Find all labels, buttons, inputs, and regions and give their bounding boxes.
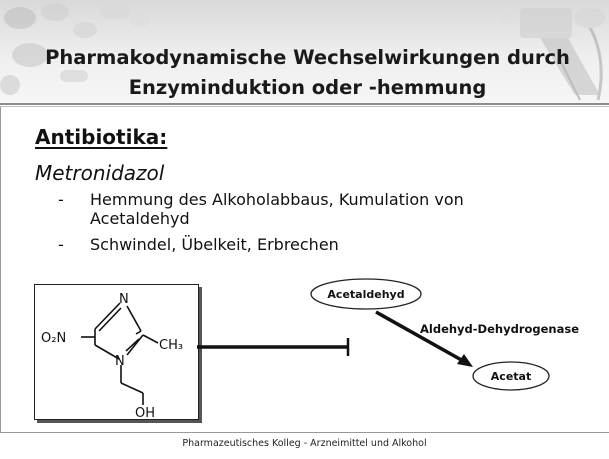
slide-title: Pharmakodynamische Wechselwirkungen durc…: [30, 43, 585, 103]
bullet-line: Schwindel, Übelkeit, Erbrechen: [90, 235, 339, 254]
structure-drawing: N O₂N N CH₃ OH: [41, 292, 183, 421]
metronidazole-structure: N O₂N N CH₃ OH: [34, 284, 199, 421]
bond: [135, 330, 142, 335]
bond: [94, 302, 121, 330]
slide-footer: Pharmazeutisches Kolleg - Arzneimittel u…: [182, 438, 427, 449]
reaction-scheme: Acetaldehyd Acetat Aldehyd-Dehydrogenase: [197, 278, 579, 391]
substrate-node: [310, 278, 422, 310]
slide-header: Pharmakodynamische Wechselwirkungen durc…: [0, 0, 609, 104]
substrate-label: Acetaldehyd: [327, 288, 404, 301]
bullet-line: Hemmung des Alkoholabbaus, Kumulation vo…: [90, 190, 464, 209]
header-divider-thin: [0, 106, 609, 107]
bullet-item: Hemmung des Alkoholabbaus, Kumulation vo…: [90, 190, 490, 228]
header-decoration-image: [0, 3, 606, 101]
product-node: [472, 361, 550, 391]
reaction-arrow: [375, 310, 466, 364]
bond: [120, 382, 144, 394]
left-border: [0, 107, 1, 432]
atom-label-n-ring: N: [115, 354, 125, 369]
product-label: Acetat: [491, 370, 531, 383]
enzyme-label: Aldehyd-Dehydrogenase: [420, 322, 579, 336]
atom-label-ch3: CH₃: [159, 338, 183, 353]
atom-label-oh: OH: [135, 406, 155, 419]
bullet-line: Acetaldehyd: [90, 209, 190, 228]
bond: [98, 307, 122, 332]
bullet-item: Schwindel, Übelkeit, Erbrechen: [90, 235, 339, 254]
drug-name: Metronidazol: [35, 161, 165, 185]
bond: [125, 338, 140, 352]
bond: [94, 344, 120, 360]
bullet-marker: -: [58, 190, 64, 209]
atom-label-n: N: [119, 292, 129, 307]
section-heading: Antibiotika:: [35, 125, 168, 149]
atom-label-no2: O₂N: [41, 331, 66, 346]
bond: [126, 334, 144, 356]
title-line-1: Pharmakodynamische Wechselwirkungen durc…: [45, 46, 570, 69]
title-line-2: Enzyminduktion oder -hemmung: [128, 76, 487, 99]
arrowhead: [457, 354, 473, 367]
bond: [142, 334, 159, 344]
bullet-marker: -: [58, 235, 64, 254]
header-divider: [0, 103, 609, 105]
bond: [126, 305, 142, 332]
footer-divider: [0, 432, 609, 433]
